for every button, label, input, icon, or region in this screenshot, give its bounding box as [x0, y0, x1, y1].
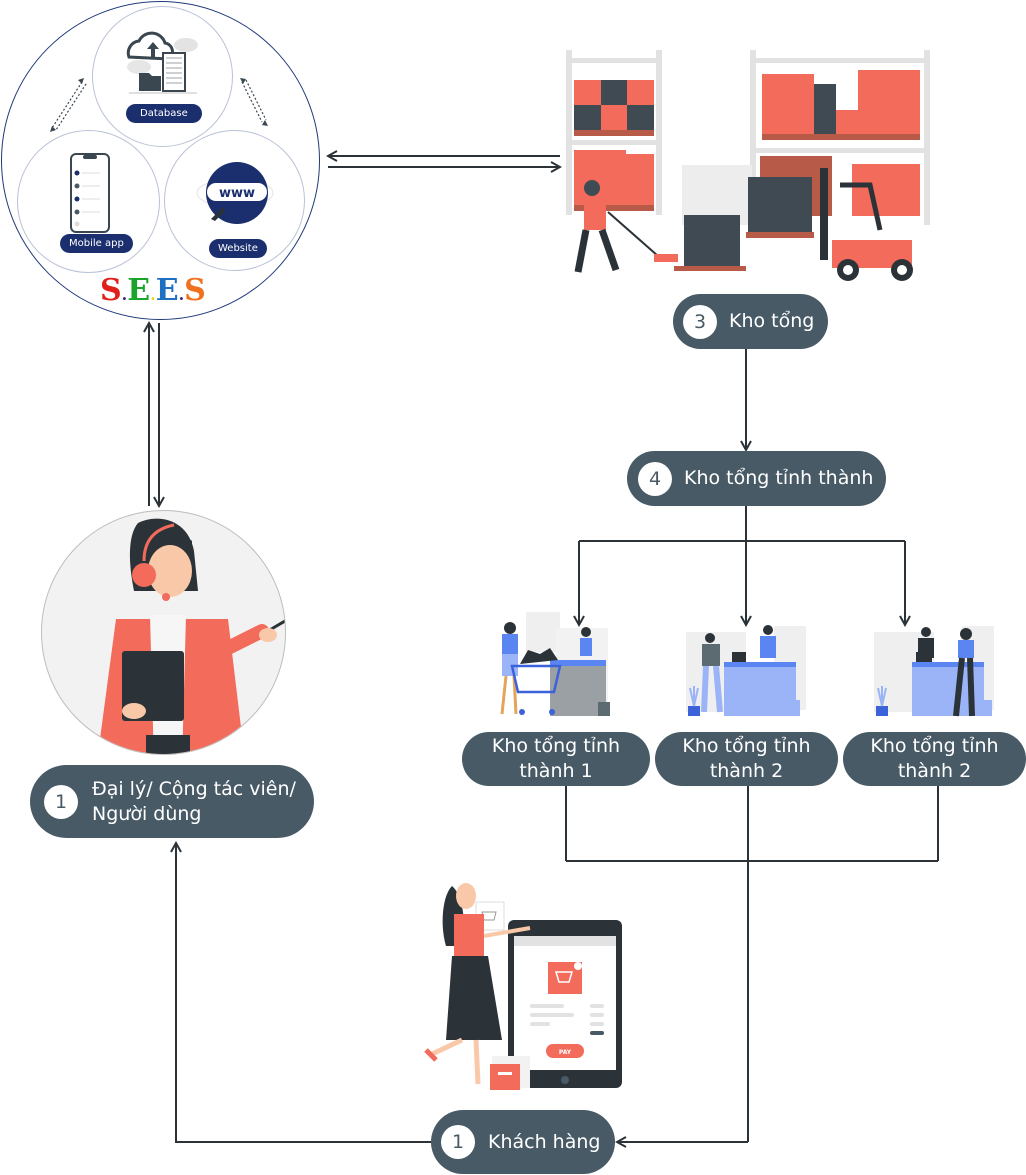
smartphone-icon [70, 153, 110, 233]
sees-logo-dot: . [150, 285, 156, 304]
database-circle: Database [92, 6, 233, 147]
step-number-badge: 4 [638, 461, 672, 496]
node-branch-1: Kho tổng tỉnh thành 1 [462, 732, 650, 786]
node-branch-2: Kho tổng tỉnh thành 2 [655, 732, 838, 786]
sees-logo-letter: S [100, 273, 122, 308]
node-label: Kho tổng tỉnh thành [684, 467, 874, 489]
sees-logo-letter: E [127, 273, 151, 308]
agent-person-illustration [98, 518, 285, 754]
sees-logo-letter: S [184, 273, 206, 308]
node-label: Khách hàng [488, 1130, 601, 1153]
node-label: Đại lý/ Cộng tác viên/ Người dùng [92, 777, 296, 825]
step-number-badge: 1 [44, 784, 78, 819]
sees-logo-dot: . [121, 285, 128, 304]
dotted-sync-arrows [50, 78, 268, 132]
node-label: Kho tổng tỉnh thành 1 [491, 735, 621, 782]
website-label: Website [209, 239, 267, 258]
globe-www-icon: www [196, 162, 274, 224]
step-number-badge: 3 [683, 304, 717, 339]
website-circle: www Website [164, 130, 305, 271]
mobile-app-label: Mobile app [60, 234, 133, 253]
sees-logo-letter: E [155, 273, 179, 308]
pay-button-text: PAY [559, 1049, 572, 1056]
sees-logo: S.E.E.S [100, 273, 206, 308]
node-kho-tong-tinh-thanh: 4 Kho tổng tỉnh thành [627, 451, 886, 506]
node-label: Kho tổng tỉnh thành 2 [682, 735, 811, 782]
agent-avatar-circle [41, 510, 286, 755]
customer-shopping-illustration: PAY [424, 883, 622, 1090]
step-number-badge: 1 [441, 1125, 475, 1159]
node-label: Kho tổng tỉnh thành 2 [870, 735, 999, 782]
database-label: Database [126, 104, 202, 123]
node-khach-hang: 1 Khách hàng [431, 1110, 615, 1174]
arrow-khach-hang-to-dai-ly [175, 843, 433, 1143]
node-kho-tong: 3 Kho tổng [673, 294, 828, 349]
store-checkout-illustration-3 [874, 626, 994, 717]
sees-logo-dot: . [178, 285, 185, 304]
node-label: Kho tổng [729, 310, 815, 332]
store-checkout-illustration-1 [500, 612, 610, 716]
store-checkout-illustration-2 [686, 625, 806, 716]
node-dai-ly: 1 Đại lý/ Cộng tác viên/ Người dùng [30, 765, 314, 838]
mobile-app-circle: Mobile app [17, 130, 160, 273]
warehouse-illustration [566, 50, 930, 281]
www-text: www [219, 186, 255, 201]
node-branch-3: Kho tổng tỉnh thành 2 [843, 732, 1026, 786]
database-icon [126, 31, 198, 94]
